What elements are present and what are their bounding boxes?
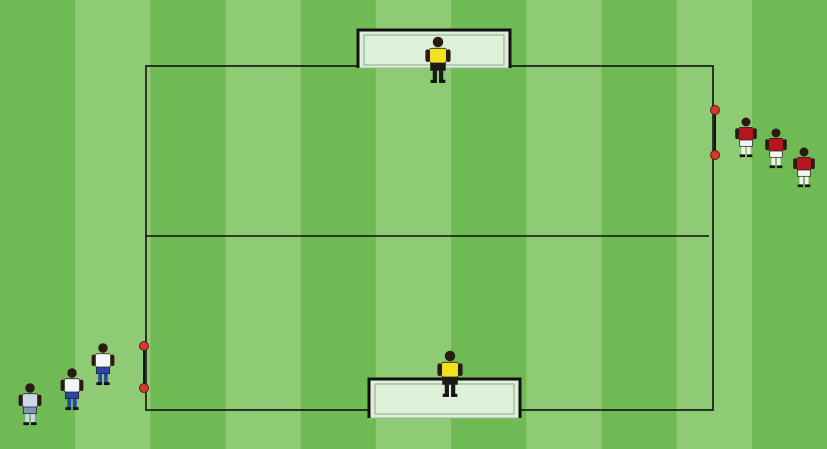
grass-stripe	[75, 0, 151, 449]
grass-stripe	[601, 0, 677, 449]
cone-icon	[140, 342, 149, 351]
cone-icon	[711, 106, 720, 115]
cone-icon	[711, 151, 720, 160]
grass-stripe	[677, 0, 753, 449]
grass-stripe	[526, 0, 602, 449]
grass-stripe	[150, 0, 226, 449]
cone-icon	[140, 384, 149, 393]
grass-stripe	[226, 0, 302, 449]
goal-net	[369, 379, 520, 418]
grass-stripe	[752, 0, 827, 449]
bottom-goal	[369, 379, 520, 418]
